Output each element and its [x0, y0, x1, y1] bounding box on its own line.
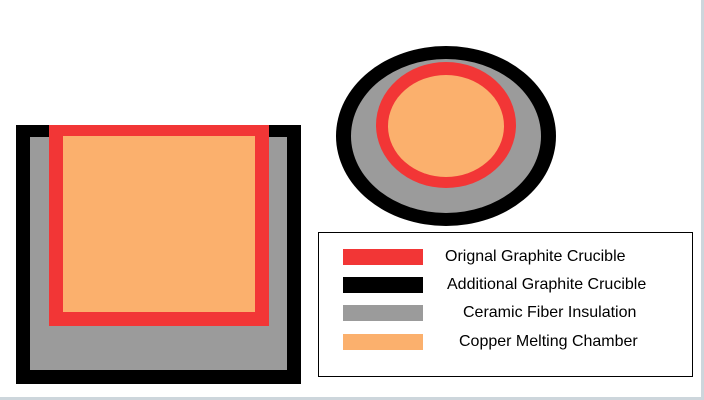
legend-item: Copper Melting Chamber [319, 330, 692, 354]
legend-swatch-additional-crucible [343, 277, 423, 293]
legend-label: Additional Graphite Crucible [447, 276, 647, 293]
legend-label: Ceramic Fiber Insulation [463, 304, 637, 321]
legend: Orignal Graphite Crucible Additional Gra… [318, 232, 693, 377]
legend-swatch-original-crucible [343, 249, 423, 265]
side-section-view [16, 125, 301, 384]
melting-chamber-side [63, 136, 255, 312]
legend-swatch-insulation [343, 305, 423, 321]
legend-item: Additional Graphite Crucible [319, 273, 692, 297]
legend-swatch-melting-chamber [343, 334, 423, 350]
legend-item: Orignal Graphite Crucible [319, 245, 692, 269]
legend-item: Ceramic Fiber Insulation [319, 301, 692, 325]
legend-label: Orignal Graphite Crucible [445, 248, 626, 265]
top-view [336, 46, 556, 226]
melting-chamber-top [388, 75, 504, 177]
legend-label: Copper Melting Chamber [459, 333, 638, 350]
